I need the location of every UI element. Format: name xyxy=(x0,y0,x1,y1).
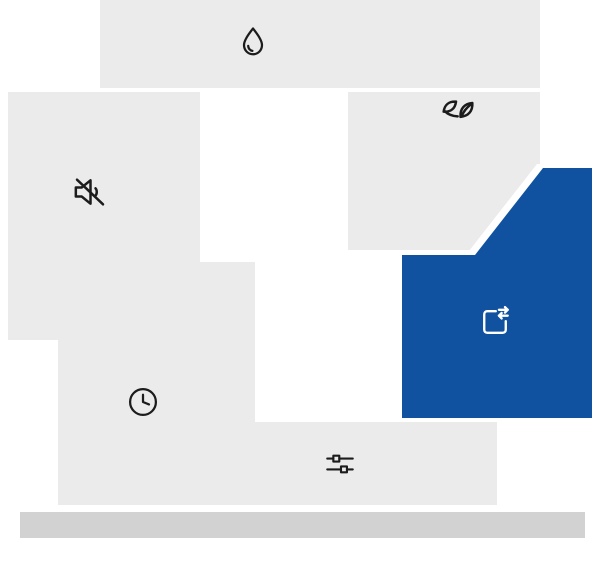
sliders-icon xyxy=(323,447,357,481)
water-drop-icon xyxy=(235,24,271,60)
tile-screen-share[interactable] xyxy=(402,168,592,418)
bottom-bar xyxy=(20,512,585,538)
tile-adjust[interactable] xyxy=(200,422,497,505)
tile-eco[interactable] xyxy=(348,92,540,250)
screen-share-icon xyxy=(476,303,514,341)
volume-mute-icon xyxy=(70,172,110,212)
tile-screen-share-wrap xyxy=(402,168,592,418)
tile-water[interactable] xyxy=(100,0,540,88)
eco-leaves-icon xyxy=(438,94,478,134)
clock-icon xyxy=(125,384,161,420)
